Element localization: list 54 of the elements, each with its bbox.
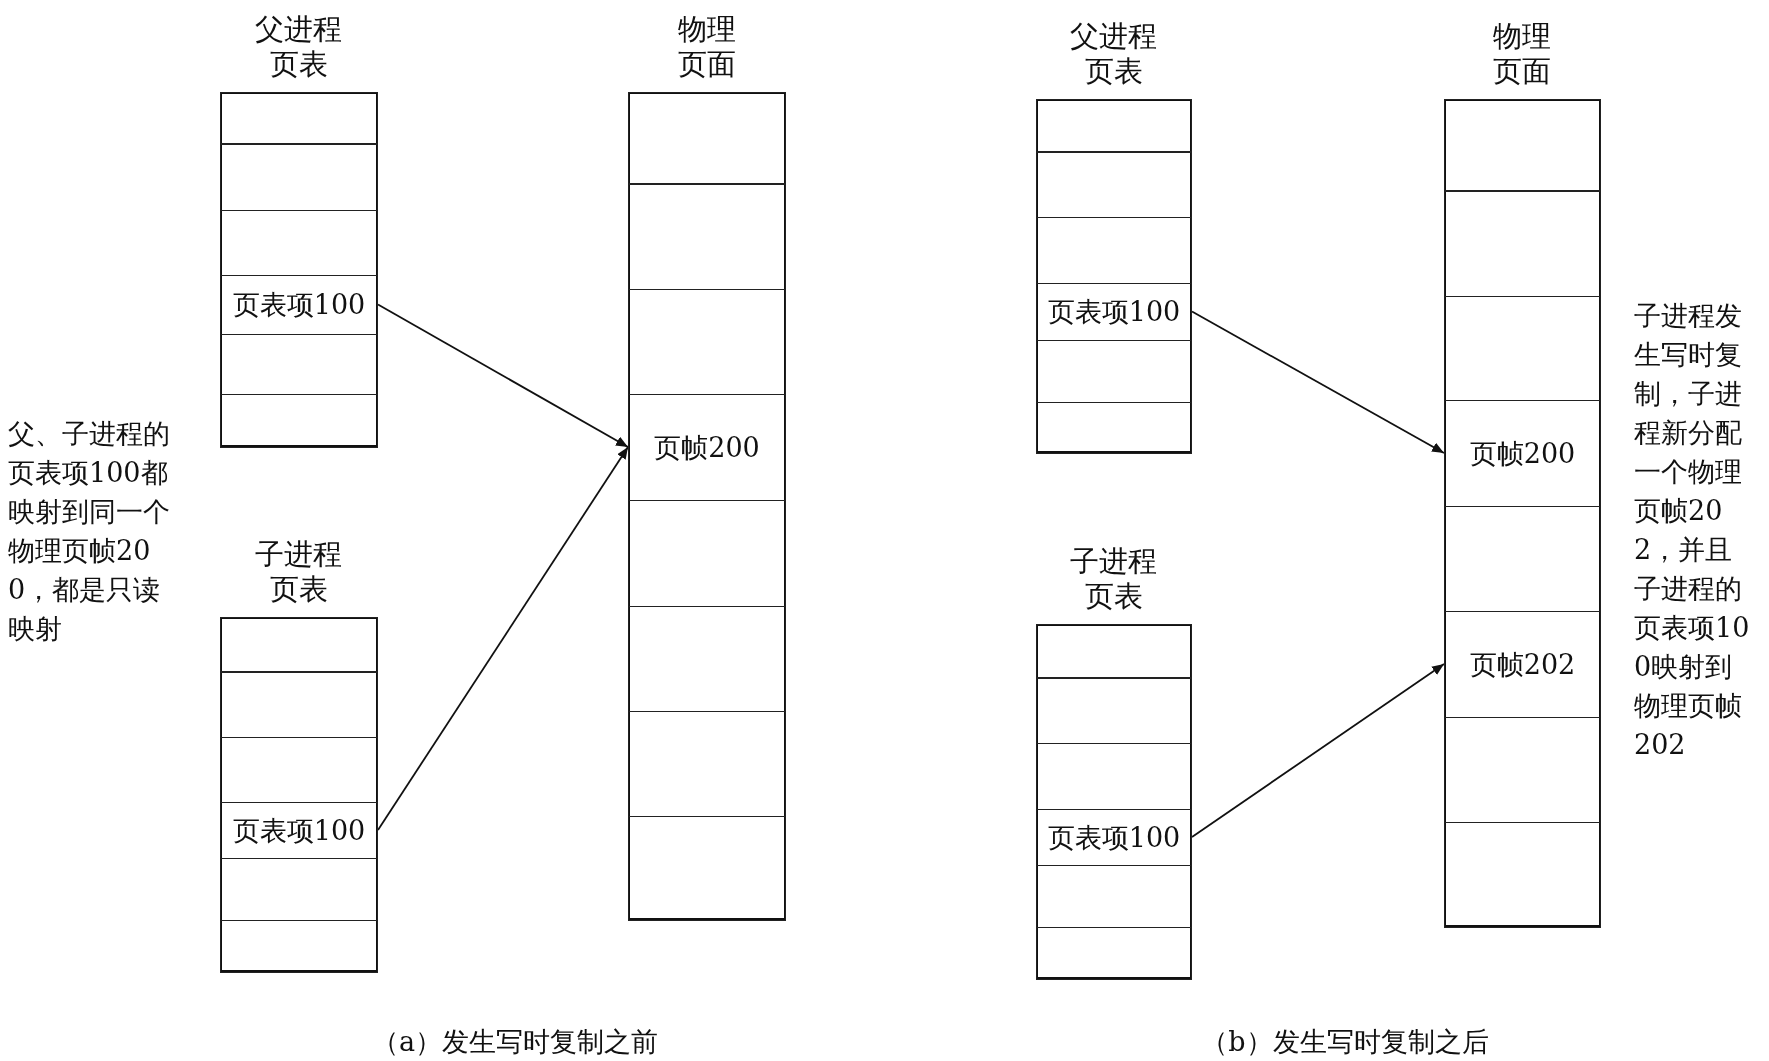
annotation-note: 子进程发生写时复制，子进程新分配一个物理页帧202，并且子进程的页表项100映射到物理页帧202: [1634, 299, 1751, 762]
page-table-row: [1036, 402, 1192, 454]
page-frame-row: [628, 606, 786, 712]
page-table-row: [220, 394, 378, 448]
table-heading: 父进程页表: [1069, 19, 1159, 89]
page-table-row: [220, 144, 378, 211]
table-heading: 物理页面: [1492, 19, 1553, 89]
page-table-entry: 页表项100: [1036, 809, 1192, 866]
page-table-row: [220, 617, 378, 672]
page-table-row: [220, 92, 378, 144]
page-table-row: [1036, 340, 1192, 403]
page-table-row: [220, 737, 378, 803]
page-table-row: [220, 920, 378, 973]
arrow: [1191, 310, 1445, 454]
page-frame-row: [1444, 822, 1601, 928]
page-table-entry: 页表项100: [220, 802, 378, 859]
page-table-row: [1036, 217, 1192, 284]
arrow: [1191, 663, 1445, 838]
page-table-row: [1036, 99, 1192, 152]
page-frame-row: [1444, 191, 1601, 297]
figure-caption: （b）发生写时复制之后: [1200, 1025, 1490, 1059]
arrow: [377, 303, 629, 448]
page-frame-row: [1444, 717, 1601, 823]
figure-caption: （a）发生写时复制之前: [370, 1025, 660, 1059]
page-frame-row: [1444, 296, 1601, 401]
page-table-row: [1036, 152, 1192, 218]
table-heading: 父进程页表: [254, 12, 344, 82]
page-frame-row: [628, 92, 786, 184]
page-table-row: [1036, 865, 1192, 928]
page-frame: 页帧200: [628, 394, 786, 501]
page-table-row: [220, 672, 378, 738]
page-frame: 页帧202: [1444, 611, 1601, 718]
table-heading: 物理页面: [677, 12, 737, 82]
annotation-note: 父、子进程的页表项100都映射到同一个物理页帧200，都是只读映射: [8, 417, 171, 646]
table-heading: 子进程页表: [254, 537, 344, 607]
page-frame-row: [628, 711, 786, 817]
page-table-row: [1036, 927, 1192, 980]
arrow: [377, 446, 629, 831]
page-frame-row: [1444, 506, 1601, 612]
page-table-entry: 页表项100: [220, 275, 378, 335]
page-table-row: [220, 334, 378, 395]
page-frame-row: [628, 289, 786, 395]
page-table-entry: 页表项100: [1036, 283, 1192, 341]
page-table-row: [1036, 678, 1192, 744]
page-frame-row: [628, 184, 786, 290]
page-table-row: [1036, 624, 1192, 678]
page-table-row: [220, 858, 378, 921]
page-table-row: [1036, 743, 1192, 810]
page-frame-row: [628, 816, 786, 921]
table-heading: 子进程页表: [1069, 544, 1159, 614]
page-frame: 页帧200: [1444, 400, 1601, 507]
page-frame-row: [628, 500, 786, 607]
page-frame-row: [1444, 99, 1601, 191]
page-table-row: [220, 210, 378, 276]
